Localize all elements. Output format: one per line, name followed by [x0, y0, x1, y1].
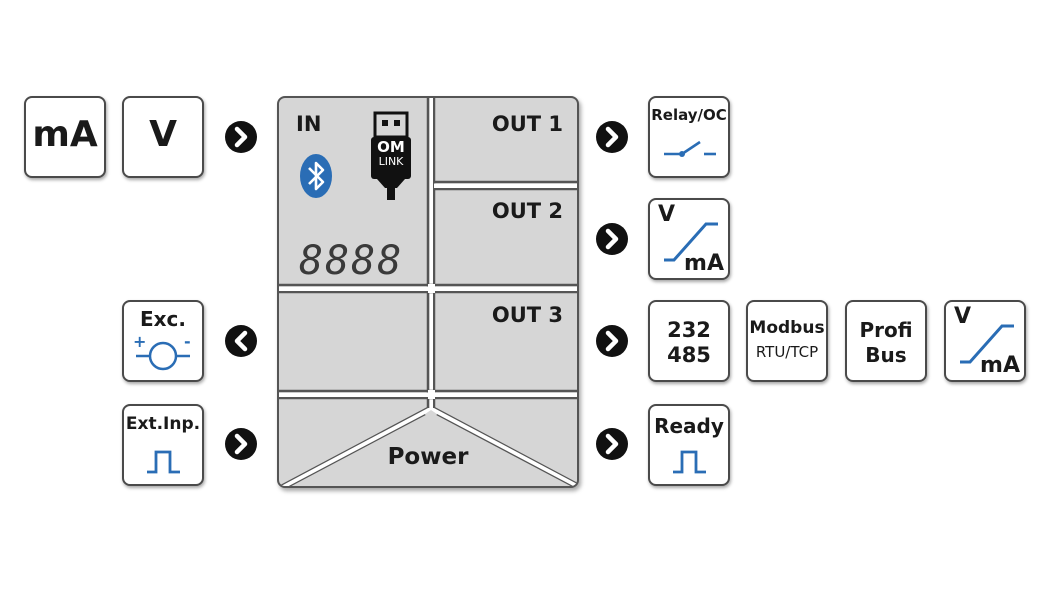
relay-oc-box: Relay/OC [648, 96, 730, 178]
profibus-box: Profi Bus [845, 300, 927, 382]
device-panel-lines [279, 98, 577, 486]
modbus-bottom-label: RTU/TCP [755, 343, 819, 361]
profi-top-label: Profi [859, 318, 913, 342]
ready-box: Ready [648, 404, 730, 486]
arrow-right-icon [596, 223, 628, 255]
out2-label: OUT 2 [491, 199, 563, 223]
modbus-box: Modbus RTU/TCP [746, 300, 828, 382]
serial-232-485-box: 232 485 [648, 300, 730, 382]
v-input-box: V [122, 96, 204, 178]
excitation-box: Exc. + - [122, 300, 204, 382]
in-label: IN [296, 112, 322, 136]
out1-label: OUT 1 [491, 112, 563, 136]
pulse-icon [147, 450, 180, 474]
omlink-bottom-text: LINK [378, 155, 404, 168]
external-input-box: Ext.Inp. [122, 404, 204, 486]
arrow-right-icon [596, 428, 628, 460]
serial-bottom-label: 485 [667, 343, 711, 367]
segment-display: 8888 [299, 238, 404, 284]
bluetooth-icon [300, 154, 332, 198]
analog-output-box: V mA [648, 198, 730, 280]
exc-label: Exc. [139, 307, 186, 331]
excitation-source-icon: + - [133, 334, 191, 371]
ready-label: Ready [654, 414, 724, 438]
profi-bottom-label: Bus [865, 343, 907, 367]
arrow-right-icon [225, 121, 257, 153]
omlink-top-text: OM [377, 138, 405, 156]
v-label: V [149, 114, 177, 155]
modbus-top-label: Modbus [749, 318, 825, 338]
relay-label: Relay/OC [651, 106, 727, 124]
arrow-left-icon [225, 325, 257, 357]
arrow-right-icon [596, 121, 628, 153]
ma-input-box: mA [24, 96, 106, 178]
ma-label: mA [32, 114, 98, 155]
arrow-right-icon [596, 325, 628, 357]
serial-top-label: 232 [667, 318, 711, 342]
arrow-right-icon [225, 428, 257, 460]
pulse-icon [673, 450, 706, 474]
ma-label: mA [684, 251, 724, 276]
om-link-usb-icon [371, 111, 411, 200]
relay-switch-icon [664, 140, 716, 157]
ramp-icon [960, 324, 1014, 364]
ma-label: mA [980, 353, 1020, 378]
svg-text:+: + [133, 334, 146, 351]
transmitter-device: IN OUT 1 OUT 2 OUT 3 Power OM LINK 8888 [277, 96, 579, 488]
v-label: V [658, 202, 676, 227]
power-label: Power [387, 444, 469, 470]
ramp-icon [664, 222, 718, 262]
v-label: V [954, 304, 972, 329]
out3-label: OUT 3 [491, 303, 563, 327]
svg-text:-: - [184, 334, 191, 351]
extinp-label: Ext.Inp. [125, 414, 201, 434]
analog-output-box: V mA [944, 300, 1026, 382]
